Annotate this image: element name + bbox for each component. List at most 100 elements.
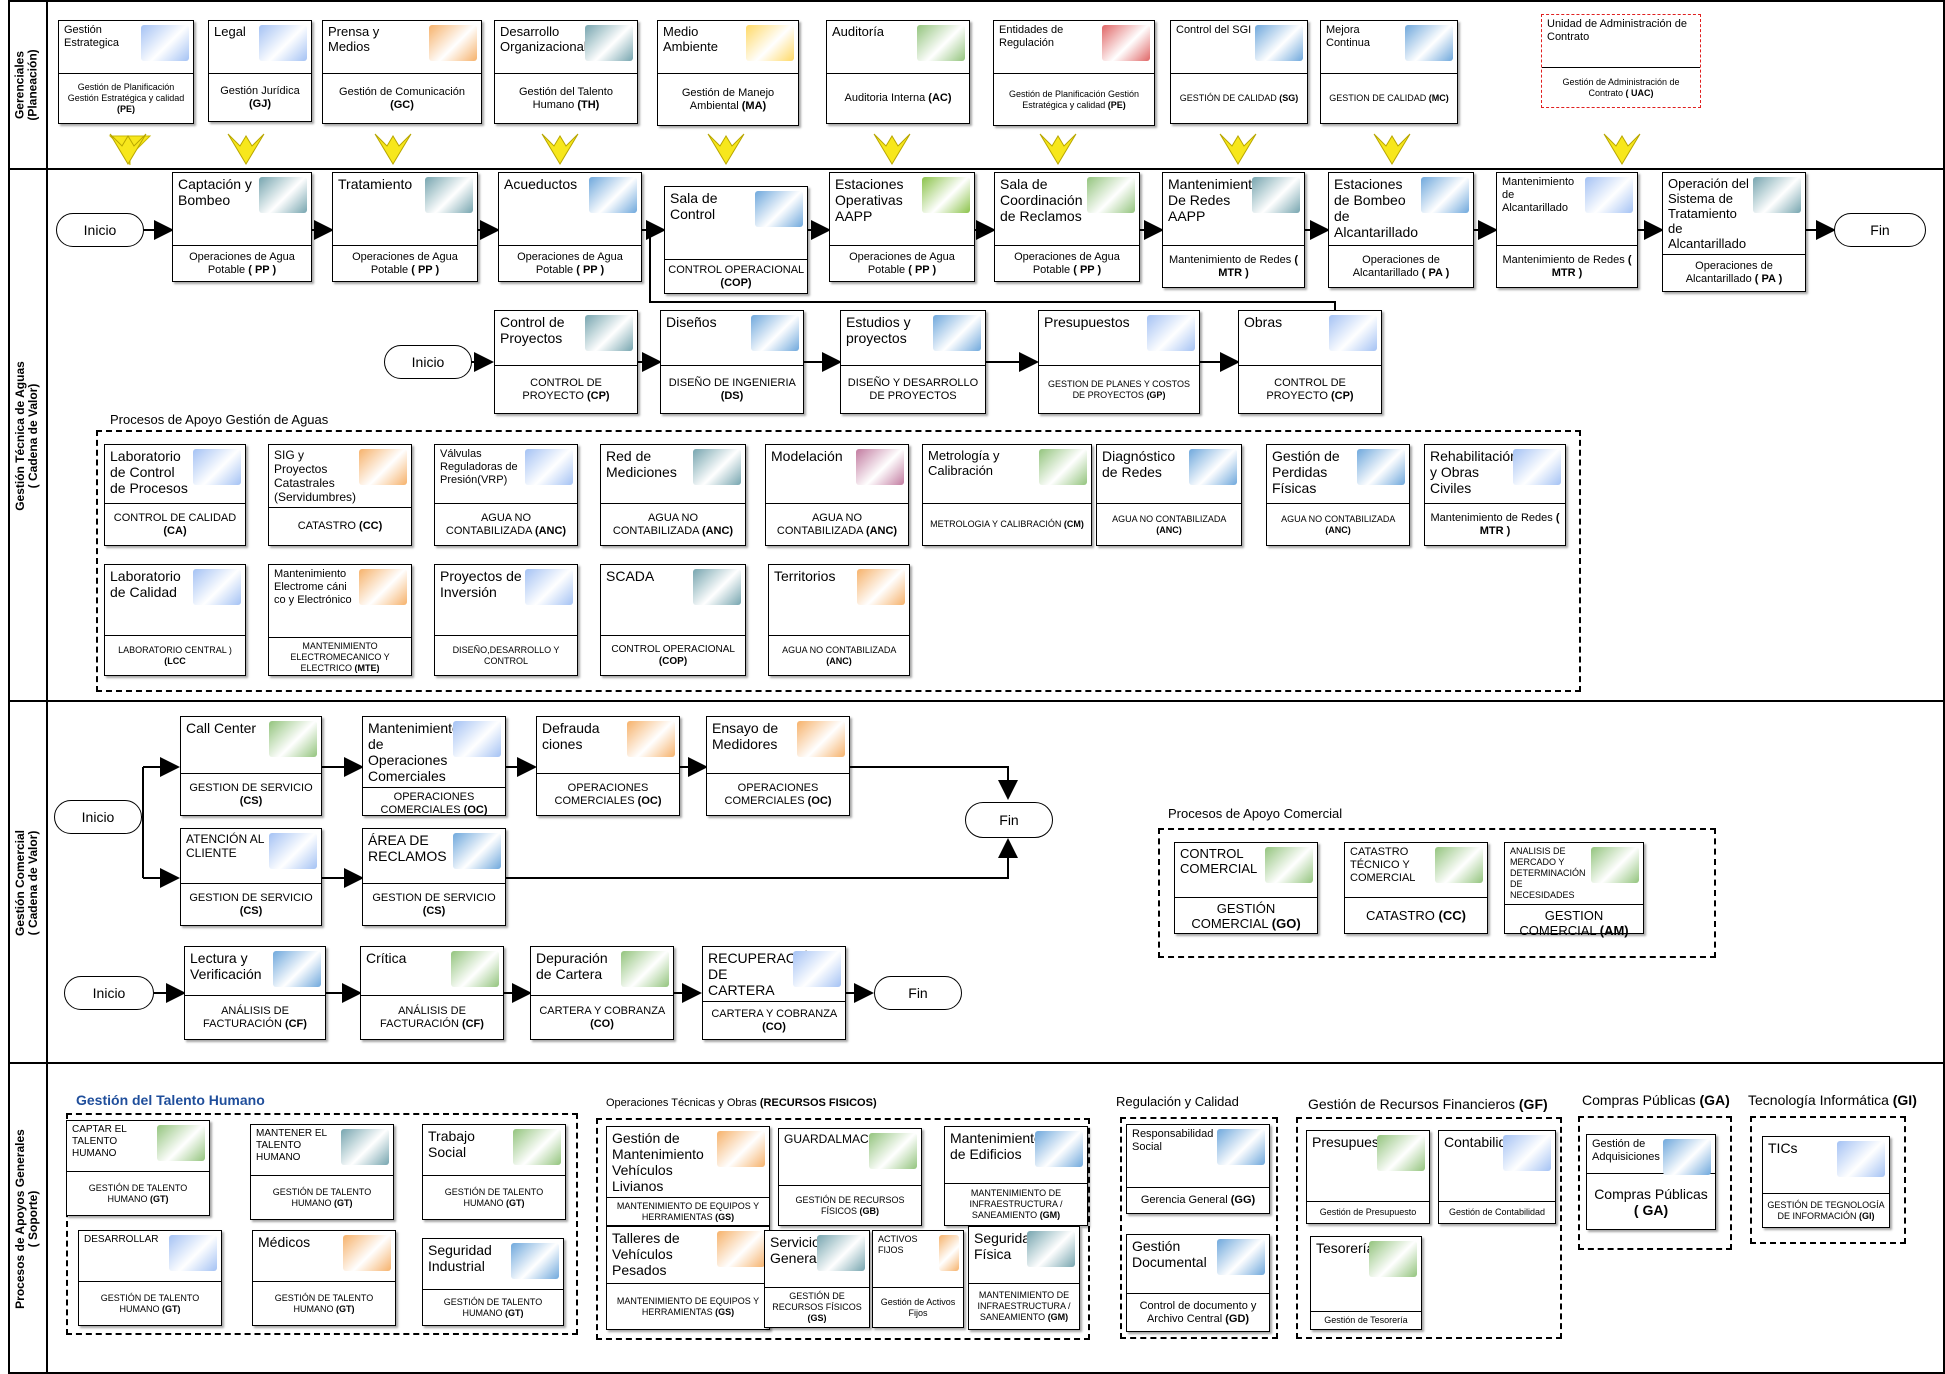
process-title: Obras — [1244, 314, 1283, 330]
process-code: (OC) — [463, 804, 488, 816]
process-code: (GS) — [715, 1306, 735, 1317]
process-owner: GESTIÓN COMERCIAL — [1191, 901, 1276, 931]
process-illustration-icon — [1369, 1241, 1417, 1277]
process-owner: GESTIÓN DE CALIDAD — [1179, 93, 1277, 103]
process-owner: Gestión de Contabilidad — [1448, 1207, 1546, 1217]
process-illustration-icon — [341, 1129, 389, 1165]
process-title: Proyectos de Inversión — [440, 568, 522, 600]
process-code: (GT) — [506, 1197, 525, 1208]
process-illustration-icon — [157, 1125, 205, 1161]
process-illustration-icon — [1217, 1239, 1265, 1275]
th-title: Gestión del Talento Humano — [76, 1092, 265, 1108]
process-owner: Operaciones de Agua Potable — [352, 250, 458, 276]
process-illustration-icon — [1265, 847, 1313, 883]
process-code: (TH) — [577, 98, 600, 111]
process-box: Mantenimiento Electrome cáni co y Electr… — [268, 564, 412, 676]
cp-title: Compras Públicas (GA) — [1582, 1092, 1730, 1108]
process-owner: Gestión de Tesorería — [1324, 1315, 1408, 1325]
process-code: (CC) — [359, 520, 383, 532]
process-owner: OPERACIONES COMERCIALES — [724, 781, 819, 807]
arrow-down-icon — [109, 133, 147, 165]
process-illustration-icon — [693, 449, 741, 485]
process-illustration-icon — [939, 1235, 959, 1271]
start-pill: Inicio — [54, 800, 142, 834]
process-illustration-icon — [429, 25, 477, 61]
process-code: (GT) — [162, 1303, 181, 1314]
process-illustration-icon — [525, 569, 573, 605]
process-owner: GESTIÓN DE TEGNOLOGÍA DE INFORMACIÓN — [1767, 1199, 1885, 1221]
rc-group — [1120, 1117, 1278, 1339]
process-owner: CONTROL DE PROYECTO — [522, 376, 602, 402]
process-code: (GM) — [1039, 1210, 1061, 1220]
process-owner: CONTROL DE PROYECTO — [1266, 376, 1346, 402]
process-box: ANALISIS DE MERCADO Y DETERMINACIÓN DE N… — [1504, 842, 1644, 938]
band-label-tecnica: Gestión Técnica de Aguas ( Cadena de Val… — [8, 170, 48, 702]
process-code: (PE) — [1107, 99, 1126, 110]
process-code: (CS) — [239, 904, 263, 917]
process-owner: CONTROL DE CALIDAD — [113, 511, 237, 524]
th-group — [66, 1113, 578, 1335]
process-illustration-icon — [693, 569, 741, 605]
process-title: Red de Mediciones — [606, 448, 677, 480]
process-title: ACTIVOS FIJOS — [878, 1234, 918, 1255]
process-code: (CP) — [586, 389, 610, 402]
apoyo-aguas-title: Procesos de Apoyo Gestión de Aguas — [108, 412, 331, 427]
process-title: Crítica — [366, 950, 407, 966]
process-title: CAPTAR EL TALENTO HUMANO — [72, 1124, 127, 1159]
process-code: (LCC — [164, 655, 186, 666]
process-illustration-icon — [359, 449, 407, 485]
process-code: (GT) — [150, 1193, 169, 1204]
process-code: (GS) — [715, 1212, 735, 1222]
process-code: (GM) — [1047, 1312, 1069, 1322]
process-code: (CC) — [1438, 908, 1466, 923]
process-title: Lectura y Verificación — [190, 950, 262, 982]
process-title: Estaciones Operativas AAPP — [835, 176, 904, 224]
process-illustration-icon — [869, 1133, 917, 1169]
cp-group — [1578, 1116, 1732, 1250]
process-title: Contabilidad — [1444, 1134, 1522, 1150]
start-pill: Inicio — [56, 213, 144, 247]
process-code: (GP) — [1146, 389, 1166, 400]
process-illustration-icon — [1039, 449, 1087, 485]
end-pill: Fin — [965, 802, 1053, 838]
process-owner: MANTENIMIENTO DE INFRAESTRUCTURA / SANEA… — [977, 1290, 1071, 1322]
process-title: ÁREA DE RECLAMOS — [368, 832, 447, 864]
process-code: (GT) — [505, 1307, 524, 1318]
process-code: (CS) — [239, 794, 263, 807]
arrow-down-icon — [1219, 133, 1257, 165]
process-code: ( PP ) — [1073, 263, 1102, 276]
process-code: (GT) — [334, 1197, 353, 1208]
process-illustration-icon — [1753, 177, 1801, 213]
process-title: Seguridad Física — [974, 1230, 1038, 1262]
process-title: Prensa y Medios — [328, 24, 380, 54]
process-title: Gestión de Adquisiciones — [1592, 1138, 1660, 1163]
process-title: Sala de Control — [670, 190, 718, 222]
process-illustration-icon — [193, 449, 241, 485]
process-illustration-icon — [746, 25, 794, 61]
process-code: (CO) — [762, 1020, 786, 1033]
process-illustration-icon — [1435, 847, 1483, 883]
process-code: (OC) — [807, 794, 832, 807]
process-owner: METROLOGIA Y CALIBRACIÓN — [930, 519, 1062, 529]
process-title: Acueductos — [504, 176, 578, 192]
process-code: (AC) — [928, 92, 952, 104]
